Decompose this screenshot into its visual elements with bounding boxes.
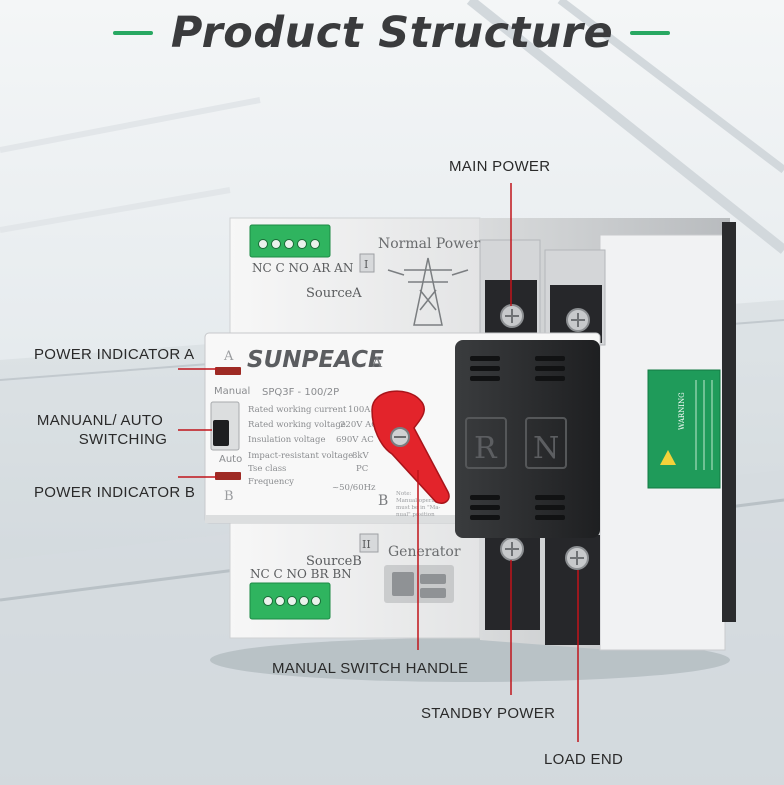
manual-switch-handle[interactable]: [371, 390, 450, 504]
spec-value-4: 8kV: [352, 451, 370, 461]
auto-label: Auto: [219, 454, 242, 465]
spec-name-2: Rated working voltage: [248, 420, 346, 430]
normal-power-label: Normal Power: [378, 236, 480, 252]
warning-text: WARNING: [678, 392, 686, 430]
spec-name-1: Rated working current: [248, 405, 347, 415]
terminal-cover: [455, 340, 600, 538]
knob-n-label: N: [533, 431, 559, 466]
spec-value-1: 100A: [348, 405, 371, 415]
indicator-letter-a: A: [223, 349, 234, 364]
top-terminal-labels: NC C NO AR AN: [252, 261, 353, 275]
source-a-label: SourceA: [306, 286, 362, 301]
note-line-1: Note:: [396, 491, 412, 497]
generator-label: Generator: [388, 544, 461, 560]
note-line-3: must be in "Ma-: [396, 505, 441, 511]
spec-value-5: PC: [356, 464, 368, 474]
manual-auto-switch[interactable]: [213, 420, 229, 446]
indicator-letter-b: B: [224, 489, 234, 504]
spec-name-3: Insulation voltage: [248, 435, 325, 445]
knob-r-label: R: [474, 431, 498, 466]
spec-value-6: ~50/60Hz: [332, 483, 376, 493]
manual-label: Manual: [214, 386, 250, 397]
page-title: Product Structure: [170, 8, 614, 58]
spec-name-5: Tse class: [248, 464, 286, 474]
pylon-icon: [387, 257, 469, 326]
brand-logo: SUNPEACE: [247, 347, 384, 373]
title-row: Product Structure: [0, 6, 784, 60]
callout-manual-auto-line1: MANUANL/ AUTO: [36, 412, 164, 429]
spec-value-2: 220V AC: [340, 420, 378, 430]
note-line-4: nual" position: [396, 512, 435, 518]
numeral-two: II: [362, 538, 371, 551]
source-b-label: SourceB: [306, 554, 362, 569]
callout-main-power: MAIN POWER: [449, 158, 551, 175]
title-dash-right: [630, 31, 670, 35]
callout-manual-switch-handle: MANUAL SWITCH HANDLE: [272, 660, 469, 677]
switch-letter-b: B: [378, 493, 388, 509]
callout-standby-power: STANDBY POWER: [421, 705, 556, 722]
power-indicator-a: [215, 367, 241, 375]
title-dash-left: [113, 31, 153, 35]
spec-name-4: Impact-resistant voltage: [248, 451, 353, 461]
generator-icon: [384, 565, 454, 603]
note-line-2: Manual operation: [396, 498, 446, 504]
spec-name-6: Frequency: [248, 477, 294, 487]
switch-letter-a: A: [371, 355, 383, 371]
callout-load-end: LOAD END: [544, 751, 624, 768]
callout-manual-auto-line2: SWITCHING: [78, 431, 168, 448]
callout-power-indicator-a: POWER INDICATOR A: [34, 346, 195, 363]
spec-value-3: 690V AC: [336, 435, 374, 445]
bottom-terminal-labels: NC C NO BR BN: [250, 567, 352, 581]
model-label: SPQ3F - 100/2P: [262, 387, 339, 398]
power-indicator-b: [215, 472, 241, 480]
callout-power-indicator-b: POWER INDICATOR B: [34, 484, 196, 501]
numeral-one: I: [364, 258, 368, 271]
